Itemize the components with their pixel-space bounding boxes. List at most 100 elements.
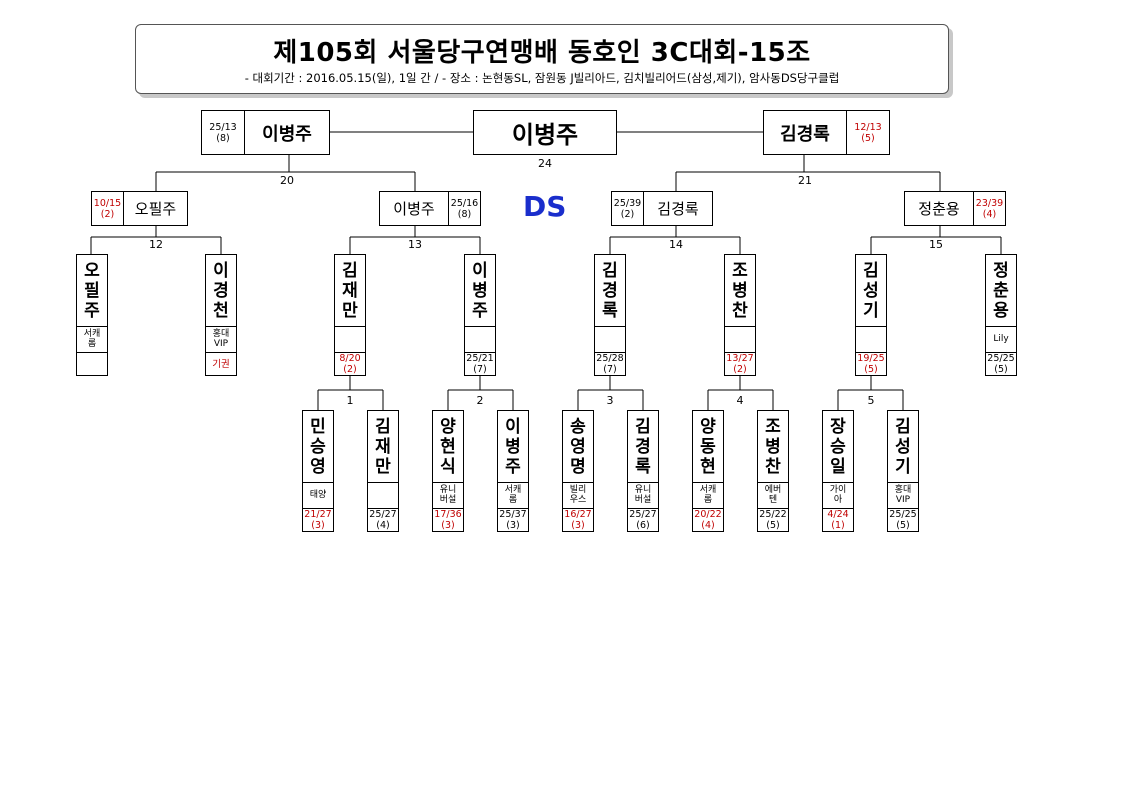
player-name-char: 만 bbox=[342, 300, 358, 321]
player-name-char: 승 bbox=[830, 436, 846, 457]
club-name-line: 버설 bbox=[634, 495, 652, 505]
semi1-a-player: 오필주 bbox=[123, 191, 188, 226]
player-name-char: 양 bbox=[700, 416, 716, 437]
innings: (6) bbox=[636, 520, 650, 531]
player-name-char: 영 bbox=[310, 456, 326, 477]
player-name-char: 성 bbox=[895, 436, 911, 457]
innings: (8) bbox=[457, 208, 472, 220]
club-name-line: 롬 bbox=[87, 339, 97, 349]
innings: (4) bbox=[701, 520, 715, 531]
score: 16/27 bbox=[564, 509, 592, 520]
club-name-line: Lily bbox=[993, 334, 1009, 344]
player-name-char: 장 bbox=[830, 416, 846, 437]
score: 25/28 bbox=[596, 353, 624, 364]
match-score: 25/27(6) bbox=[628, 508, 658, 532]
final-left-player: 이병주 bbox=[244, 110, 330, 155]
player-name-char: 성 bbox=[863, 280, 879, 301]
match-number-quarter-4: 15 bbox=[929, 238, 943, 251]
club-name-line: 홍대 bbox=[894, 485, 912, 495]
match-number-quarter-2: 13 bbox=[408, 238, 422, 251]
innings: (7) bbox=[603, 364, 617, 375]
match-number-r1-1: 1 bbox=[346, 394, 354, 407]
club-name-line: 유니 bbox=[634, 485, 652, 495]
player-name-char: 김 bbox=[602, 260, 618, 281]
player-name-char: 김 bbox=[375, 416, 391, 437]
match-number-semi-1: 20 bbox=[280, 174, 294, 187]
tournament-title: 제105회 서울당구연맹배 동호인 3C대회-15조 bbox=[273, 38, 811, 68]
player-name-char: 이 bbox=[472, 260, 488, 281]
club-name-line: 유니 bbox=[439, 485, 457, 495]
innings: (4) bbox=[982, 208, 997, 220]
score: 4/24 bbox=[827, 509, 849, 520]
club-name bbox=[335, 326, 365, 353]
player-name-char: 병 bbox=[505, 436, 521, 457]
club-name-line: 롬 bbox=[508, 495, 518, 505]
innings: (5) bbox=[861, 132, 875, 144]
match-score: 21/27(3) bbox=[303, 508, 333, 532]
player-name-char: 기 bbox=[895, 456, 911, 477]
player-name-char: 민 bbox=[310, 416, 326, 437]
club-name: 태양 bbox=[303, 482, 333, 509]
score: 10/15 bbox=[93, 197, 122, 209]
innings: (5) bbox=[994, 364, 1008, 375]
match-number-r1-3: 3 bbox=[606, 394, 614, 407]
player-name-char: 동 bbox=[700, 436, 716, 457]
match-number-final: 24 bbox=[538, 157, 552, 170]
final-right-player: 김경록 bbox=[763, 110, 847, 155]
club-name bbox=[725, 326, 755, 353]
player-name-char: 춘 bbox=[993, 280, 1009, 301]
player-name-char: 일 bbox=[830, 456, 846, 477]
innings: (3) bbox=[441, 520, 455, 531]
score: 기권 bbox=[212, 358, 230, 370]
match-score: 13/27(2) bbox=[725, 352, 755, 376]
player-name-char: 재 bbox=[342, 280, 358, 301]
club-name-line: 서캐 bbox=[699, 485, 717, 495]
player-name-char: 김 bbox=[342, 260, 358, 281]
match-number-quarter-1: 12 bbox=[149, 238, 163, 251]
match-score bbox=[77, 352, 107, 376]
score: 25/21 bbox=[466, 353, 494, 364]
player-name-char: 조 bbox=[765, 416, 781, 437]
score: 25/22 bbox=[759, 509, 787, 520]
player-name-char: 이 bbox=[213, 260, 229, 281]
club-name-line: VIP bbox=[213, 339, 229, 349]
innings: (3) bbox=[506, 520, 520, 531]
score: 25/39 bbox=[613, 197, 642, 209]
innings: (7) bbox=[473, 364, 487, 375]
innings: (5) bbox=[864, 364, 878, 375]
semi1-b-score: 25/16 (8) bbox=[448, 191, 481, 226]
player-name-char: 병 bbox=[732, 280, 748, 301]
score: 25/16 bbox=[450, 197, 479, 209]
match-score: 25/25(5) bbox=[888, 508, 918, 532]
match-score: 25/37(3) bbox=[498, 508, 528, 532]
club-name-line: 버설 bbox=[439, 495, 457, 505]
match-score: 20/22(4) bbox=[693, 508, 723, 532]
player-name-char: 록 bbox=[635, 456, 651, 477]
innings: (5) bbox=[766, 520, 780, 531]
match-number-r1-2: 2 bbox=[476, 394, 484, 407]
player-name-char: 정 bbox=[993, 260, 1009, 281]
player-name-char: 병 bbox=[472, 280, 488, 301]
player-name-char: 식 bbox=[440, 456, 456, 477]
player-name-char: 경 bbox=[213, 280, 229, 301]
